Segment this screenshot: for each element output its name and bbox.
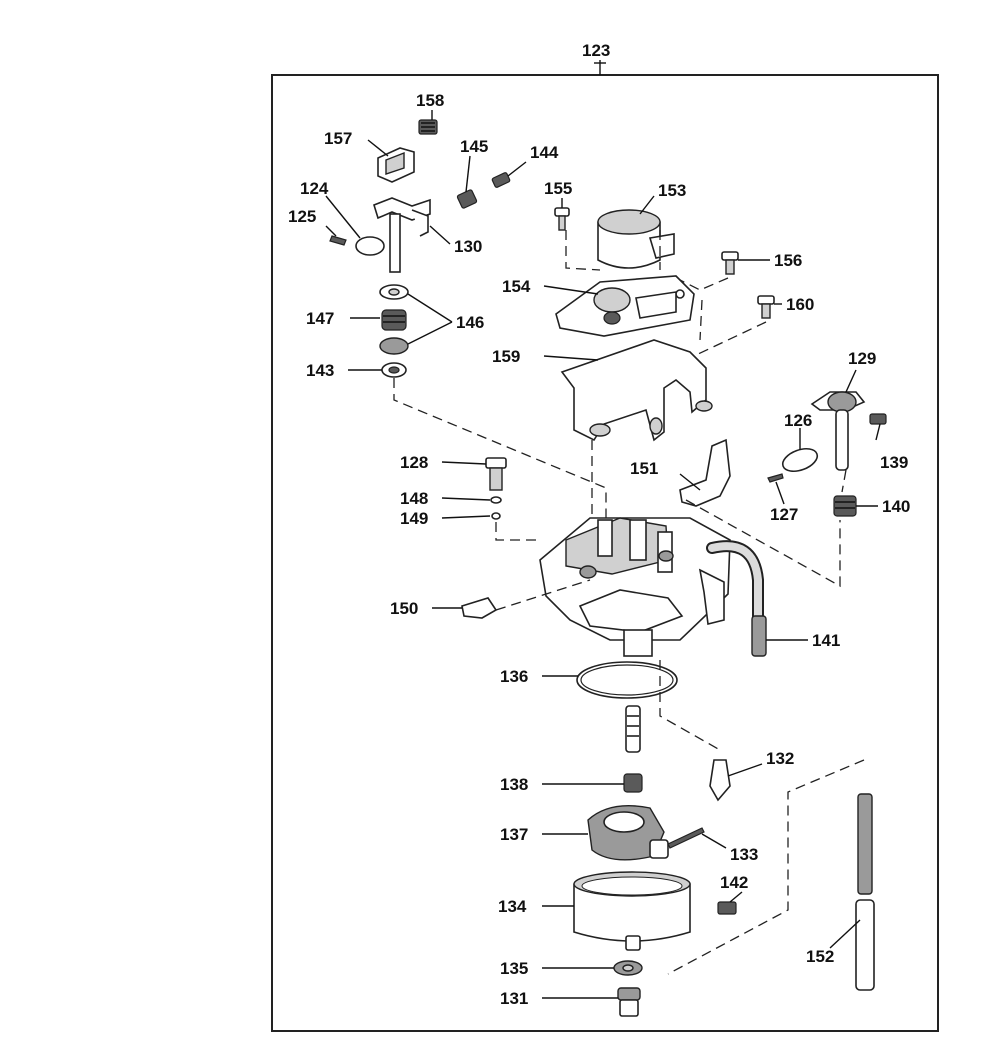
callout-139: 139: [880, 453, 908, 472]
part-148-oring: [490, 496, 502, 504]
part-132-needle: [709, 759, 731, 802]
callout-160: 160: [786, 295, 814, 314]
part-152-tube: [855, 793, 875, 991]
callout-136: 136: [500, 667, 528, 686]
callout-143: 143: [306, 361, 334, 380]
part-137-float: [587, 805, 669, 861]
callout-145: 145: [460, 137, 488, 156]
carburetor-body: [539, 517, 731, 657]
part-149-oring: [491, 512, 501, 520]
leader-lines: [325, 110, 881, 999]
part-135-washer: [613, 960, 643, 976]
assembly-label: 123: [582, 41, 610, 60]
callout-148: 148: [400, 489, 428, 508]
callout-158: 158: [416, 91, 444, 110]
callout-146: 146: [456, 313, 484, 332]
callout-135: 135: [500, 959, 528, 978]
callout-157: 157: [324, 129, 352, 148]
part-127-screw: [767, 473, 784, 483]
part-158-spring: [418, 119, 438, 135]
callout-137: 137: [500, 825, 528, 844]
callout-124: 124: [300, 179, 329, 198]
callout-151: 151: [630, 459, 658, 478]
part-156-screw: [721, 251, 739, 275]
callout-150: 150: [390, 599, 418, 618]
part-128-plug: [485, 457, 507, 491]
part-131-bolt: [617, 987, 641, 1017]
part-143-washer: [381, 362, 407, 378]
callout-134: 134: [498, 897, 527, 916]
part-159-bracket: [560, 339, 713, 442]
part-130-choke-shaft: [373, 197, 431, 273]
part-141-hose: [706, 540, 767, 657]
callout-147: 147: [306, 309, 334, 328]
callout-149: 149: [400, 509, 428, 528]
callout-127: 127: [770, 505, 798, 524]
callout-155: 155: [544, 179, 572, 198]
part-125-screw: [329, 235, 347, 246]
part-139-screw: [869, 413, 887, 425]
callout-140: 140: [882, 497, 910, 516]
callout-126: 126: [784, 411, 812, 430]
assembly-dashed-lines: [393, 230, 865, 975]
part-133-pin: [667, 827, 705, 849]
callout-132: 132: [766, 749, 794, 768]
callout-130: 130: [454, 237, 482, 256]
callout-141: 141: [812, 631, 840, 650]
callout-133: 133: [730, 845, 758, 864]
callout-labels: 158 157 145 144 124 125 130 155 153 156 …: [288, 91, 910, 1008]
part-138-jet: [623, 773, 643, 793]
callout-129: 129: [848, 349, 876, 368]
callout-159: 159: [492, 347, 520, 366]
part-124-plate: [355, 236, 385, 256]
part-153-cover: [597, 209, 675, 269]
callout-144: 144: [530, 143, 559, 162]
part-150-plate: [461, 597, 498, 619]
part-129-lever: [810, 391, 866, 471]
callout-142: 142: [720, 873, 748, 892]
part-154-base: [555, 275, 695, 337]
part-134-float-bowl: [573, 871, 691, 951]
part-146-washer-bottom: [379, 337, 409, 355]
callout-131: 131: [500, 989, 528, 1008]
part-155-screw: [554, 207, 570, 231]
part-160-screw: [757, 295, 775, 319]
part-140-spring: [833, 495, 857, 517]
part-146-washer-top: [379, 284, 409, 300]
part-emulsion-tube: [625, 705, 641, 753]
callout-154: 154: [502, 277, 531, 296]
part-144-screw: [491, 172, 511, 188]
callout-152: 152: [806, 947, 834, 966]
part-142-screw: [717, 901, 737, 915]
callout-156: 156: [774, 251, 802, 270]
assembly-frame: 123: [271, 41, 939, 1032]
callout-153: 153: [658, 181, 686, 200]
part-151-bracket: [679, 438, 731, 507]
part-145-spring: [456, 189, 478, 209]
part-157-bracket: [377, 147, 415, 183]
callout-125: 125: [288, 207, 316, 226]
callout-128: 128: [400, 453, 428, 472]
part-136-gasket: [576, 661, 678, 699]
part-147-spring: [381, 309, 407, 331]
callout-138: 138: [500, 775, 528, 794]
part-126-plate: [781, 447, 819, 473]
